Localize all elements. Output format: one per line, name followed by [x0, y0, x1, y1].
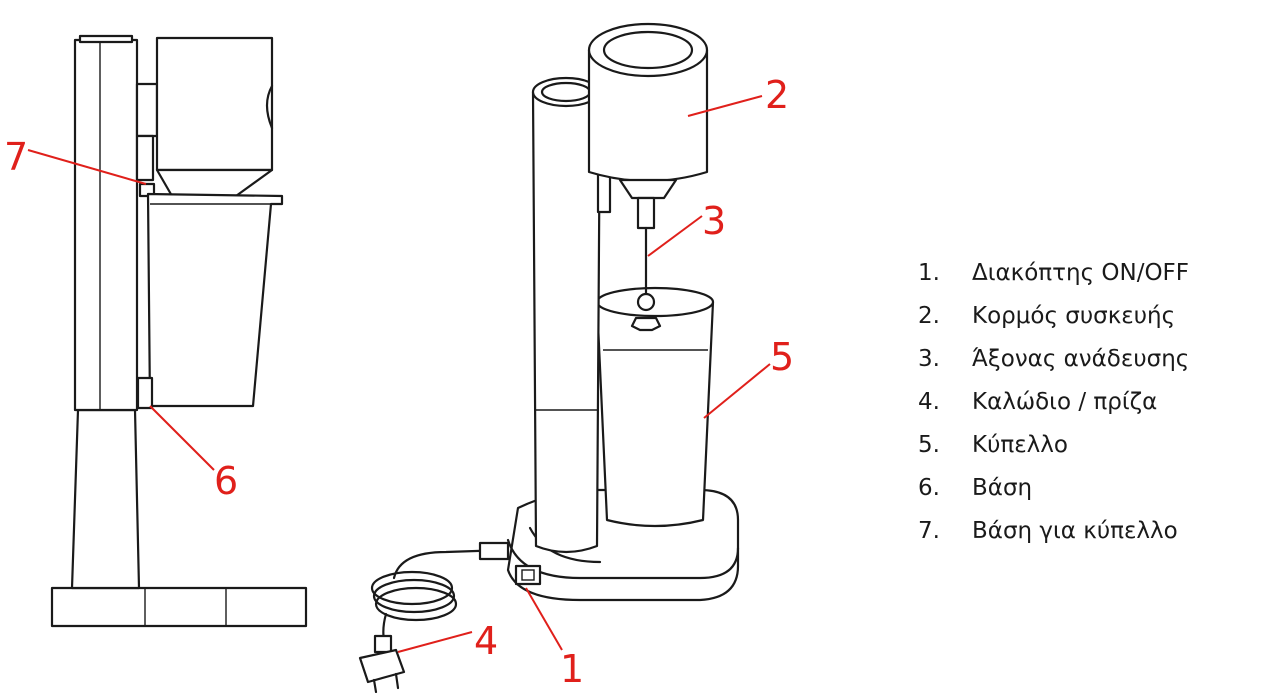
- legend-number: 5.: [918, 432, 940, 458]
- legend-label: Βάση για κύπελλο: [972, 518, 1178, 544]
- callout-3: 3: [702, 199, 726, 243]
- leader-line-1: [525, 587, 563, 651]
- legend-number: 4.: [918, 389, 940, 415]
- legend-number: 6.: [918, 475, 940, 501]
- callout-6: 6: [214, 459, 238, 503]
- legend-item: 7. Βάση για κύπελλο: [918, 510, 1189, 553]
- parts-legend: 1. Διακόπτης ON/OFF 2. Κορμός συσκευής 3. Ά…: [918, 252, 1189, 553]
- leader-line-6: [149, 405, 215, 471]
- legend-item: 1. Διακόπτης ON/OFF: [918, 252, 1189, 295]
- callout-1: 1: [560, 647, 584, 691]
- legend-item: 5. Κύπελλο: [918, 424, 1189, 467]
- legend-label: Διακόπτης ON/OFF: [972, 260, 1190, 286]
- legend-item: 6. Βάση: [918, 467, 1189, 510]
- legend-label: Άξονας ανάδευσης: [972, 346, 1190, 372]
- leader-line-3: [647, 215, 703, 257]
- legend-item: 2. Κορμός συσκευής: [918, 295, 1189, 338]
- leader-line-2: [687, 95, 763, 117]
- leader-line-5: [703, 363, 771, 419]
- callout-5: 5: [770, 335, 794, 379]
- leader-line-7: [27, 149, 147, 185]
- legend-item: 3. Άξονας ανάδευσης: [918, 338, 1189, 381]
- legend-number: 1.: [918, 260, 940, 286]
- callout-7: 7: [4, 135, 28, 179]
- legend-number: 2.: [918, 303, 940, 329]
- legend-label: Βάση: [972, 475, 1033, 501]
- perspective-view-drawing: [358, 22, 740, 693]
- callout-4: 4: [474, 619, 498, 663]
- callouts: 1 2 3 4 5 6 7: [4, 73, 794, 691]
- legend-label: Κύπελλο: [972, 432, 1068, 458]
- callout-2: 2: [765, 73, 789, 117]
- legend-label: Καλώδιο / πρίζα: [972, 389, 1158, 415]
- legend-item: 4. Καλώδιο / πρίζα: [918, 381, 1189, 424]
- legend-number: 7.: [918, 518, 940, 544]
- legend-number: 3.: [918, 346, 940, 372]
- side-view-drawing: [50, 34, 308, 628]
- leader-line-4: [397, 631, 473, 653]
- legend-label: Κορμός συσκευής: [972, 303, 1176, 329]
